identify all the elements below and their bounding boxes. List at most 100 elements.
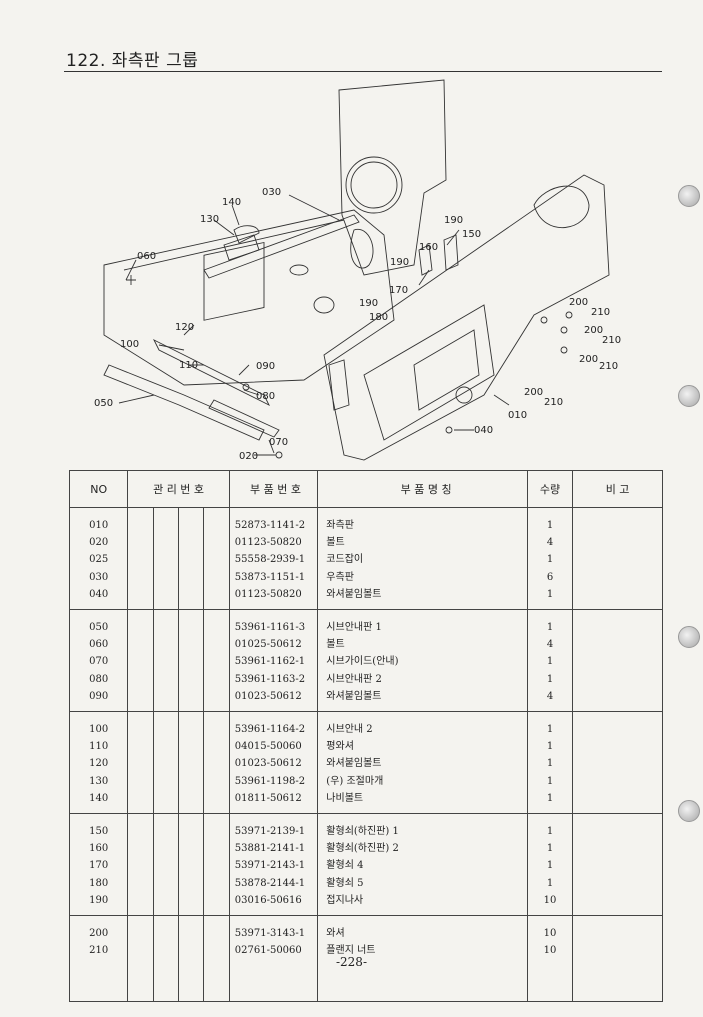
- part-number: 53961-1163-2: [234, 673, 306, 685]
- quantity: 1: [546, 775, 554, 787]
- part-name: 플랜지 너트: [326, 945, 376, 957]
- part-number: 01811-50612: [234, 792, 302, 804]
- callout-label: 190: [444, 215, 463, 226]
- callout-label: 180: [369, 312, 388, 323]
- callout-label: 110: [179, 360, 198, 371]
- quantity: 1: [546, 554, 554, 566]
- part-name: 볼트: [326, 639, 345, 651]
- callout-label: 140: [222, 197, 241, 208]
- quantity: 1: [546, 792, 554, 804]
- header-quantity: 수량: [526, 470, 574, 508]
- part-name: 좌측판: [326, 520, 354, 531]
- part-number: 53971-2143-1: [234, 860, 306, 872]
- part-name: 와셔: [326, 928, 345, 940]
- item-no: 150: [89, 826, 109, 838]
- callout-label: 200: [524, 387, 543, 398]
- part-name: 접지나사: [326, 894, 364, 906]
- callout-label: 200: [579, 354, 598, 365]
- header-part-name: 부 품 명 칭: [317, 470, 528, 508]
- item-no: 110: [89, 741, 109, 753]
- quantity: 1: [546, 860, 554, 872]
- item-no: 170: [89, 860, 109, 872]
- quantity: 6: [546, 571, 554, 583]
- page-number: -228-: [335, 955, 367, 969]
- part-name: 시브안내판 1: [326, 622, 382, 634]
- item-no: 030: [89, 571, 109, 583]
- header-no: NO: [68, 470, 129, 508]
- punch-hole-4: [678, 800, 700, 822]
- item-no: 120: [89, 758, 109, 770]
- part-name: 활형쇠 5: [326, 877, 364, 889]
- callout-label: 020: [239, 451, 258, 462]
- callout-label: 070: [269, 437, 288, 448]
- part-number: 53961-1164-2: [234, 724, 306, 736]
- quantity: 1: [546, 520, 554, 531]
- callout-label: 200: [584, 325, 603, 336]
- quantity: 4: [546, 639, 554, 651]
- item-no: 020: [89, 537, 109, 549]
- part-number: 52873-1141-2: [234, 520, 306, 531]
- quantity: 1: [546, 843, 554, 855]
- item-no: 130: [89, 775, 109, 787]
- quantity: 1: [546, 656, 554, 668]
- part-number: 53971-2139-1: [234, 826, 306, 838]
- callout-label: 170: [389, 285, 408, 296]
- callout-label: 210: [599, 361, 618, 372]
- item-no: 090: [89, 690, 109, 702]
- part-number: 01025-50612: [234, 639, 302, 651]
- callout-label: 100: [120, 339, 139, 350]
- part-number: 53881-2141-1: [234, 843, 306, 855]
- part-name: 활형쇠 4: [326, 860, 364, 872]
- item-no: 080: [89, 673, 109, 685]
- item-no: 210: [89, 945, 109, 957]
- part-name: 평와셔: [326, 741, 354, 753]
- part-name: 와셔붙임볼트: [326, 758, 382, 770]
- exploded-parts-diagram: 030 140 130 060 190 150 160 190 170 190 …: [94, 79, 621, 462]
- item-no: 025: [89, 554, 109, 566]
- header-remarks: 비 고: [572, 470, 663, 508]
- item-no: 040: [89, 588, 109, 600]
- callout-label: 210: [544, 397, 563, 408]
- callout-label: 010: [508, 410, 527, 421]
- part-name: 코드잡이: [326, 554, 364, 566]
- punch-hole-2: [678, 385, 700, 407]
- part-number: 53873-1151-1: [234, 571, 306, 583]
- callout-label: 120: [175, 322, 194, 333]
- parts-table: NO 관 리 번 호 부 품 번 호 부 품 명 칭 수량 비 고 010 020…: [68, 470, 663, 1003]
- part-number: 01123-50820: [234, 537, 302, 549]
- part-number: 03016-50616: [234, 894, 302, 906]
- callout-label: 210: [591, 307, 610, 318]
- part-name: 우측판: [326, 571, 354, 583]
- quantity: 10: [543, 928, 557, 940]
- part-name: (우) 조절마개: [326, 775, 384, 787]
- part-number: 55558-2939-1: [234, 554, 306, 566]
- item-no: 100: [89, 724, 109, 736]
- table-header-row: NO 관 리 번 호 부 품 번 호 부 품 명 칭 수량 비 고: [68, 470, 663, 508]
- part-number: 53878-2144-1: [234, 877, 306, 889]
- header-management-no: 관 리 번 호: [127, 470, 230, 508]
- quantity: 1: [546, 588, 554, 600]
- quantity: 10: [543, 894, 557, 906]
- part-number: 53961-1198-2: [234, 775, 306, 787]
- quantity: 1: [546, 758, 554, 770]
- part-number: 02761-50060: [234, 945, 302, 957]
- quantity: 1: [546, 724, 554, 736]
- part-name: 와셔붙임볼트: [326, 690, 382, 702]
- callout-label: 150: [462, 229, 481, 240]
- part-number: 53961-1162-1: [234, 656, 306, 668]
- page-title: 122. 좌측판 그룹: [66, 51, 199, 71]
- item-no: 070: [89, 656, 109, 668]
- part-number: 01123-50820: [234, 588, 302, 600]
- item-no: 010: [89, 520, 109, 531]
- quantity: 10: [543, 945, 557, 957]
- callout-label: 200: [569, 297, 588, 308]
- part-name: 와셔붙임볼트: [326, 588, 382, 600]
- item-no: 180: [89, 877, 109, 889]
- callout-label: 050: [94, 398, 113, 409]
- quantity: 1: [546, 622, 554, 634]
- callout-label: 190: [390, 257, 409, 268]
- callout-label: 040: [474, 425, 493, 436]
- part-name: 시브안내판 2: [326, 673, 382, 685]
